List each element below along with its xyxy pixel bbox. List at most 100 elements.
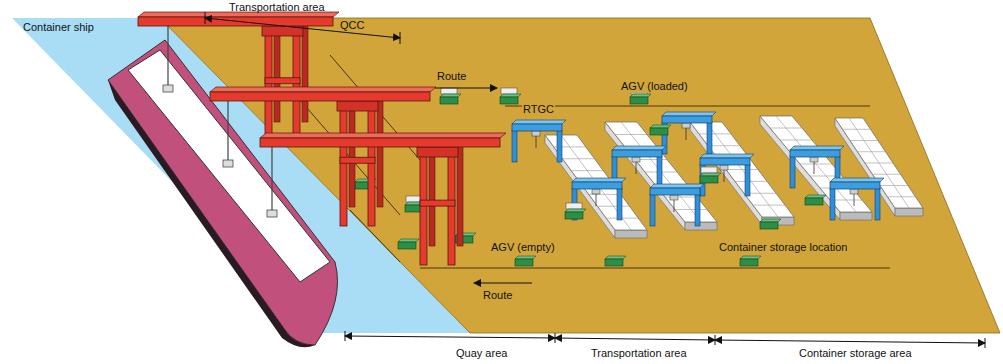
dimension-tick [715, 335, 716, 345]
rtgc-gantry [700, 158, 750, 165]
area-label: Route [482, 289, 513, 302]
agv-vehicle [515, 259, 533, 266]
gantry-trolley [532, 131, 540, 136]
dimension-line [345, 336, 555, 338]
rtgc-gantry [572, 182, 622, 189]
crane-cable [167, 26, 168, 85]
agv-vehicle [605, 259, 623, 266]
agv-top [500, 94, 521, 97]
area-label: Quay area [455, 347, 508, 360]
agv-vehicle [700, 176, 718, 183]
agv-vehicle [398, 242, 416, 249]
dimension-line [555, 338, 715, 340]
agv-top [515, 256, 536, 259]
gantry-leg [830, 188, 835, 220]
dimension-tick [400, 32, 401, 44]
dimension-line [205, 18, 400, 38]
gantry-leg [650, 194, 655, 226]
agv-top [740, 256, 761, 259]
stack-front [895, 208, 923, 216]
spreader [163, 85, 173, 92]
gantry-cable [724, 170, 725, 182]
area-label: Container storage location [718, 241, 848, 254]
gantry-leg [707, 122, 712, 154]
agv-vehicle [760, 222, 778, 229]
agv-vehicle [440, 97, 458, 104]
agv-vehicle [630, 97, 648, 104]
area-label: AGV (empty) [490, 241, 556, 254]
gantry-leg [875, 188, 880, 220]
gantry-top [700, 154, 754, 158]
agv-vehicle [565, 212, 583, 219]
gantry-leg [557, 130, 562, 162]
area-label: Container ship [22, 21, 95, 34]
spreader [267, 210, 277, 217]
gantry-cable [814, 162, 815, 174]
stack-front [615, 230, 647, 238]
gantry-trolley [850, 189, 858, 194]
gantry-top [790, 146, 844, 150]
spreader [223, 160, 233, 167]
crane-portal [337, 101, 378, 111]
rtgc-gantry [662, 116, 712, 123]
lane-line [505, 106, 870, 107]
agv-container [701, 167, 717, 173]
gantry-top [512, 120, 566, 124]
gantry-top [612, 146, 666, 150]
dimension-tick [555, 333, 556, 343]
gantry-cable [636, 162, 637, 174]
agv-container [501, 88, 517, 94]
boom-top [210, 87, 436, 92]
dimension-line [715, 340, 985, 343]
area-label: Transportation area [228, 1, 326, 14]
rtgc-gantry [650, 188, 700, 195]
gantry-leg [657, 156, 662, 188]
dimension-tick [985, 338, 986, 348]
area-label: QCC [339, 19, 365, 32]
gantry-top [830, 178, 884, 182]
agv-container [441, 88, 457, 94]
route-arrow [435, 88, 497, 89]
gantry-trolley [682, 123, 690, 128]
agv-top [398, 239, 419, 242]
gantry-cable [536, 136, 537, 148]
stack-grid [621, 122, 701, 222]
rtgc-gantry [830, 182, 880, 189]
gantry-trolley [632, 157, 640, 162]
agv-top [630, 94, 651, 97]
stack-front [685, 222, 717, 230]
area-label: AGV (loaded) [620, 80, 689, 93]
gantry-cable [596, 194, 597, 206]
gantry-top [572, 178, 626, 182]
area-label: RTGC [522, 103, 555, 116]
stack-front [840, 212, 872, 220]
route-arrow [474, 283, 532, 284]
area-label: Route [436, 70, 467, 83]
agv-top [440, 94, 461, 97]
gantry-top [662, 112, 716, 116]
gantry-leg [695, 194, 700, 226]
gantry-leg [745, 164, 750, 196]
crane-crossbar [420, 200, 455, 206]
crane-cable [271, 147, 272, 210]
rtgc-gantry [612, 150, 662, 157]
crane-crossbar [340, 157, 375, 163]
qcc-boom [210, 92, 430, 101]
area-label: Transportation area [590, 347, 688, 360]
gantry-cable [674, 200, 675, 212]
qcc-boom [260, 138, 500, 147]
agv-top [565, 209, 586, 212]
boom-top [260, 133, 506, 138]
gantry-leg [512, 130, 517, 162]
agv-vehicle [500, 97, 518, 104]
gantry-cable [854, 194, 855, 206]
agv-vehicle [805, 198, 823, 205]
agv-container [566, 203, 582, 209]
gantry-trolley [720, 165, 728, 170]
gantry-cable [686, 128, 687, 140]
rtgc-gantry [512, 124, 562, 131]
agv-top [650, 125, 671, 128]
crane-cable [227, 101, 228, 160]
gantry-trolley [670, 195, 678, 200]
